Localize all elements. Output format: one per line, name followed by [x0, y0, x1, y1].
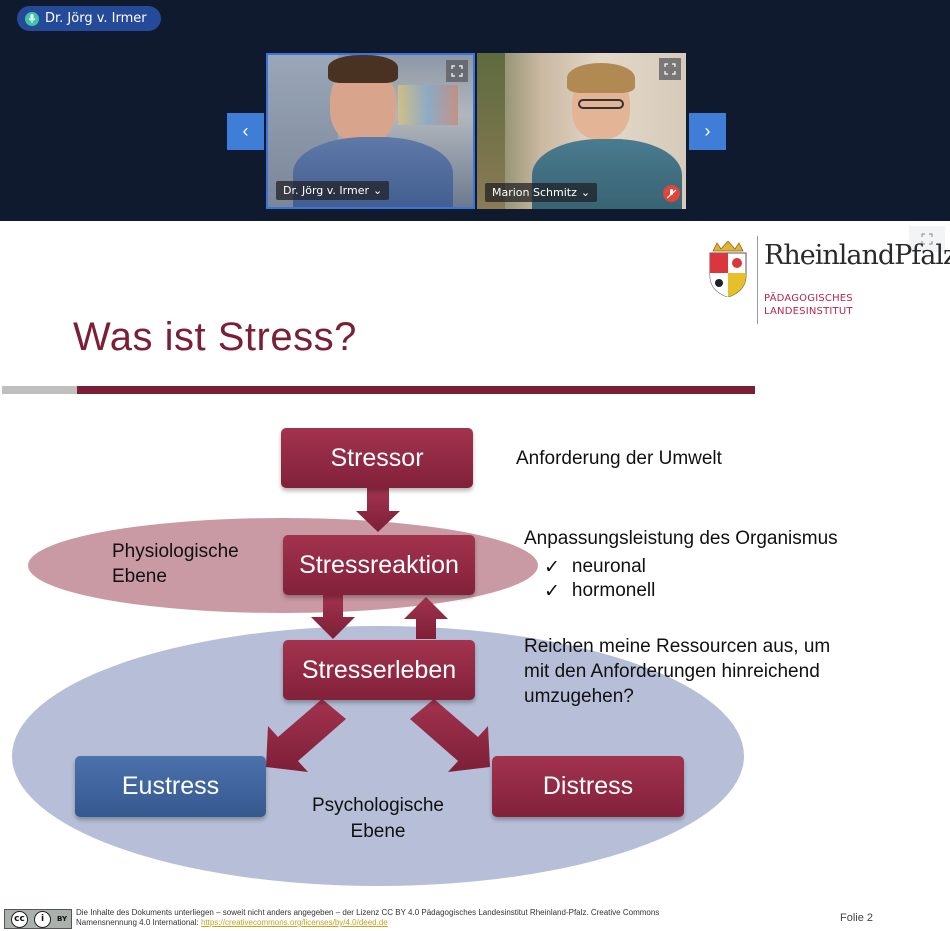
- expand-icon: [664, 63, 676, 75]
- cc-icon: cc: [11, 910, 28, 928]
- reaktion-note-list: ✓neuronal ✓hormonell: [544, 555, 655, 603]
- previous-page-button[interactable]: ‹: [227, 113, 264, 150]
- active-speaker-indicator[interactable]: Dr. Jörg v. Irmer: [17, 6, 161, 31]
- coat-of-arms-logo: [709, 241, 747, 297]
- active-speaker-name: Dr. Jörg v. Irmer: [45, 11, 147, 26]
- title-rule-red: [77, 386, 755, 394]
- glasses: [578, 99, 624, 109]
- slide-footer: cc i BY Die Inhalte des Dokuments unterl…: [0, 905, 950, 931]
- stresserleben-box: Stresserleben: [283, 640, 475, 700]
- video-tile-joerg[interactable]: Dr. Jörg v. Irmer ⌄: [266, 53, 475, 209]
- distress-box: Distress: [492, 756, 684, 817]
- participant-name-label[interactable]: Dr. Jörg v. Irmer ⌄: [276, 181, 390, 200]
- next-page-button[interactable]: ›: [689, 113, 726, 150]
- cc-license-badge: cc i BY: [4, 909, 72, 929]
- license-text: Die Inhalte des Dokuments unterliegen – …: [76, 908, 660, 927]
- reaktion-note-title: Anpassungsleistung des Organismus: [524, 528, 838, 549]
- participant-hair: [567, 63, 635, 93]
- erleben-note: Reichen meine Ressourcen aus, um mit den…: [524, 636, 831, 707]
- slide-title: Was ist Stress?: [73, 315, 357, 359]
- video-strip: Dr. Jörg v. Irmer ‹ Dr. Jörg v. Irmer ⌄ …: [0, 0, 950, 221]
- psychological-level-label: Psychologische Ebene: [311, 795, 445, 842]
- list-item: ✓neuronal: [544, 556, 646, 578]
- title-rule-grey: [2, 386, 77, 394]
- participant-name-label[interactable]: Marion Schmitz ⌄: [485, 183, 598, 202]
- stressreaktion-box: Stressreaktion: [283, 535, 475, 595]
- license-link[interactable]: https://creativecommons.org/licenses/by/…: [200, 918, 388, 927]
- participant-hair: [328, 55, 398, 83]
- chevron-down-icon: ⌄: [580, 186, 591, 199]
- logo-wordmark: RheinlandPfalz: [764, 240, 950, 271]
- check-icon: ✓: [544, 580, 560, 602]
- attribution-icon: i: [34, 910, 51, 928]
- stressor-note: Anforderung der Umwelt: [516, 448, 722, 469]
- check-icon: ✓: [544, 556, 560, 578]
- stressor-box: Stressor: [281, 428, 473, 488]
- chevron-down-icon: ⌄: [373, 184, 383, 197]
- chevron-right-icon: ›: [704, 121, 711, 141]
- expand-icon: [921, 233, 933, 245]
- presentation-slide: RheinlandPfalz PÄDAGOGISCHES LANDESINSTI…: [0, 221, 950, 931]
- expand-icon: [451, 65, 463, 77]
- chevron-left-icon: ‹: [242, 121, 249, 141]
- physiological-level-label: Physiologische Ebene: [112, 541, 239, 587]
- logo-divider: [757, 236, 758, 324]
- expand-tile-button[interactable]: [659, 58, 681, 80]
- wall-pictures: [398, 85, 458, 125]
- video-tile-marion[interactable]: Marion Schmitz ⌄: [477, 53, 686, 209]
- list-item: ✓hormonell: [544, 580, 656, 602]
- logo-subtitle: PÄDAGOGISCHES LANDESINSTITUT: [764, 293, 853, 317]
- muted-microphone-icon: [663, 185, 680, 202]
- expand-tile-button[interactable]: [446, 60, 468, 82]
- slide-number: Folie 2: [840, 912, 874, 924]
- microphone-icon: [25, 11, 39, 26]
- eustress-box: Eustress: [75, 756, 266, 817]
- fullscreen-slide-button[interactable]: [909, 226, 945, 252]
